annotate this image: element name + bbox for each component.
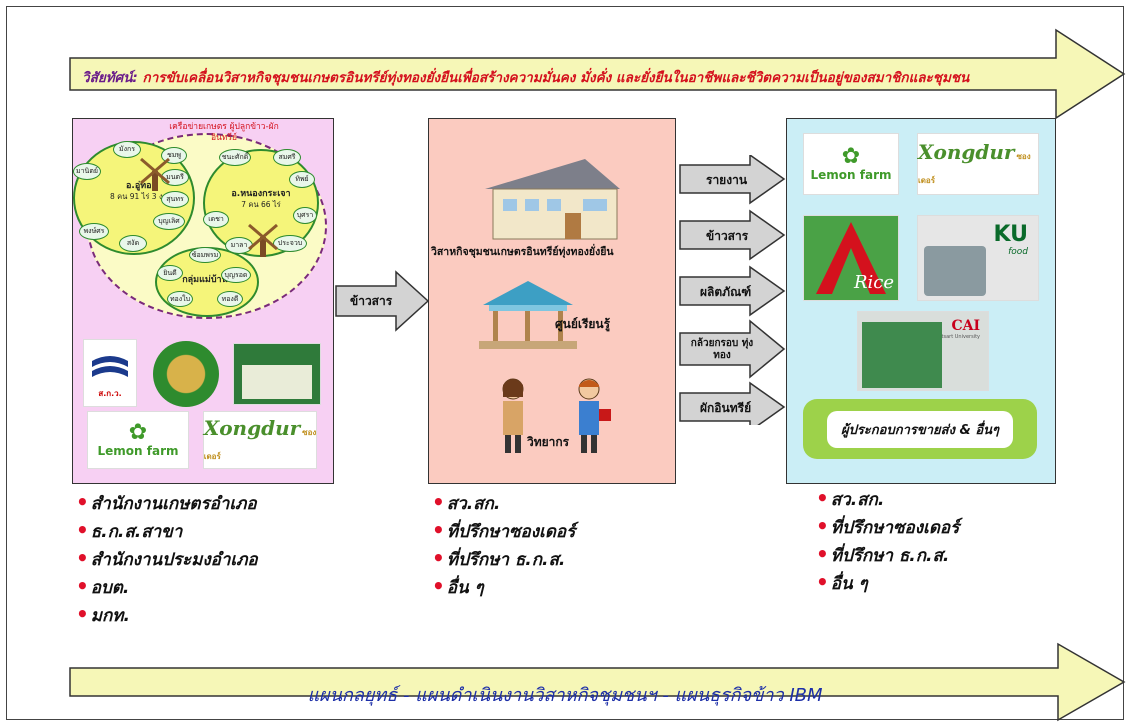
list-item: •อื่น ๆ — [432, 574, 484, 598]
sgw-logo: ส.ก.ว. — [83, 339, 137, 407]
member-bubble: สงัด — [119, 235, 147, 252]
list-item: •มกท. — [76, 602, 130, 626]
list-item: •ที่ปรึกษาซองเดอร์ — [432, 518, 576, 542]
windmill-icon — [248, 223, 278, 257]
list-item: •สำนักงานประมงอำเภอ — [76, 546, 258, 570]
xongdur-text: Xongdur — [918, 140, 1015, 164]
ku-sub-text: food — [1008, 247, 1028, 257]
left-stakeholder-list: •สำนักงานเกษตรอำเภอ •ธ.ก.ส.สาขา •สำนักงา… — [76, 488, 258, 628]
plan-banner-text: แผนกลยุทธ์ - แผนดำเนินงานวิสาหกิจชุมชนฯ … — [307, 685, 823, 706]
learning-center-caption: ศูนย์เรียนรู้ — [555, 317, 611, 331]
wholesale-text: ผู้ประกอบการขายส่ง & อื่นๆ — [826, 410, 1014, 448]
xongdur-text: Xongdur — [203, 416, 301, 440]
wholesale-box: ผู้ประกอบการขายส่ง & อื่นๆ — [803, 399, 1037, 459]
group-a-detail: 8 คน 91 ไร่ 3 งาน — [110, 191, 172, 201]
member-bubble: บุญรอด — [221, 267, 251, 283]
mid-stakeholder-list: •สว.สก. •ที่ปรึกษาซองเดอร์ •ที่ปรึกษา ธ.… — [432, 488, 575, 600]
cai-sub-text: Kasetsart University — [929, 334, 980, 340]
member-bubble: ชนะศักดิ์ — [219, 149, 251, 166]
member-bubble: บุศรา — [293, 207, 317, 224]
speaker-caption: วิทยากร — [527, 435, 570, 449]
enterprise-panel: วิสาหกิจชุมชนเกษตรอินทรีย์ทุ่งทองยั่งยืน… — [428, 118, 676, 484]
group-c-label: กลุ่มแม่บ้าน — [182, 275, 228, 285]
output-arrow-label: กล้วยกรอบ ทุ่งทอง — [690, 338, 754, 361]
list-item: •อบต. — [76, 574, 130, 598]
rice-supply-label: ข้าวสาร — [350, 294, 393, 308]
list-item: •ที่ปรึกษาซองเดอร์ — [816, 514, 960, 538]
a-rice-text: Rice — [853, 272, 894, 293]
learning-center-icon — [479, 281, 577, 349]
speaker-woman-icon — [502, 378, 524, 453]
xongdur-thai: ซองเดอร์ — [918, 151, 1031, 185]
member-bubble: มานิตย์ — [73, 163, 101, 180]
member-bubble: ประจวบ — [273, 235, 307, 252]
lemon-farm-text: Lemon farm — [810, 168, 892, 182]
member-bubble: มาลา — [225, 237, 253, 254]
right-stakeholder-list: •สว.สก. •ที่ปรึกษาซองเดอร์ •ที่ปรึกษา ธ.… — [816, 484, 959, 596]
member-bubble: บุญเลิศ — [153, 213, 185, 230]
list-item: •ที่ปรึกษา ธ.ก.ส. — [816, 542, 950, 566]
plan-arrow — [69, 642, 1126, 722]
member-bubble: ทิพย์ — [289, 171, 315, 188]
vision-statement: วิสัยทัศน์: การขับเคลื่อนวิสาหกิจชุมชนเก… — [82, 66, 1082, 88]
member-bubble: ซ้อมพรม — [189, 247, 221, 263]
vision-arrow — [69, 28, 1126, 120]
output-arrow-label: ผักอินทรีย์ — [700, 401, 752, 415]
vision-label: วิสัยทัศน์: — [82, 70, 138, 86]
cai-logo: CAI Kasetsart University — [857, 311, 989, 391]
member-bubble: มังกร — [113, 141, 141, 158]
doae-seal-icon — [153, 341, 219, 407]
lemon-farm-logo: ✿ Lemon farm — [803, 133, 899, 195]
list-item: •สว.สก. — [816, 486, 885, 510]
output-arrow-label: รายงาน — [706, 173, 748, 187]
member-bubble: พงษ์ศร — [79, 223, 109, 240]
lemon-farm-text: Lemon farm — [97, 444, 179, 458]
ku-food-logo: KU food — [917, 215, 1039, 301]
a-rice-emblem-icon: Rice — [816, 222, 894, 294]
sgw-caption: ส.ก.ว. — [98, 388, 122, 398]
xongdur-thai: ซองเดอร์ — [203, 427, 317, 461]
group-b-label: อ.หนองกระเจา 7 คน 66 ไร่ — [221, 189, 301, 209]
output-arrows — [679, 155, 786, 425]
list-item: •ที่ปรึกษา ธ.ก.ส. — [432, 546, 566, 570]
list-item: •ธ.ก.ส.สาขา — [76, 518, 183, 542]
speaker-man-icon — [578, 378, 611, 453]
ku-text: KU — [993, 222, 1028, 247]
ku-building-icon — [924, 246, 986, 296]
member-bubble: ทองดี — [217, 291, 243, 307]
cai-building-icon — [862, 322, 942, 388]
list-item: •สำนักงานเกษตรอำเภอ — [76, 490, 257, 514]
member-bubble: สมศรี — [273, 149, 301, 166]
member-bubble: ทองใบ — [167, 291, 193, 307]
group-a-label: อ.อู่ทอง 8 คน 91 ไร่ 3 งาน — [101, 181, 181, 201]
lemon-farm-logo: ✿ Lemon farm — [87, 411, 189, 469]
enterprise-building-icon — [485, 159, 620, 240]
vision-text: การขับเคลื่อนวิสาหกิจชุมชนเกษตรอินทรีย์ท… — [137, 70, 970, 86]
output-arrow-label: ข้าวสาร — [706, 229, 749, 243]
a-rice-logo: Rice — [803, 215, 899, 301]
member-bubble: สุนทร — [161, 191, 189, 208]
rice-supply-arrow — [335, 270, 430, 332]
group-a-name: อ.อู่ทอง — [126, 181, 156, 191]
list-item: •สว.สก. — [432, 490, 501, 514]
group-b-name: อ.หนองกระเจา — [231, 189, 291, 199]
output-arrow-label: ผลิตภัณฑ์ — [700, 285, 752, 299]
leaf-icon: ✿ — [841, 144, 861, 169]
cai-text: CAI — [951, 318, 980, 334]
sgw-emblem-icon — [90, 346, 130, 387]
member-bubble: ยินดี — [157, 265, 183, 281]
list-item: •อื่น ๆ — [816, 570, 868, 594]
windmill-icon — [140, 157, 170, 191]
member-bubble: เดชา — [203, 211, 229, 228]
group-b-detail: 7 คน 66 ไร่ — [241, 199, 281, 209]
enterprise-caption: วิสาหกิจชุมชนเกษตรอินทรีย์ทุ่งทองยั่งยืน — [431, 246, 614, 258]
farmer-network-panel: เครือข่ายเกษตร ผู้ปลูกข้าว-ผักอินทรีย์ อ… — [72, 118, 334, 484]
leaf-icon: ✿ — [128, 420, 148, 445]
baac-office-icon — [233, 343, 321, 405]
network-title: เครือข่ายเกษตร ผู้ปลูกข้าว-ผักอินทรีย์ — [169, 122, 279, 144]
